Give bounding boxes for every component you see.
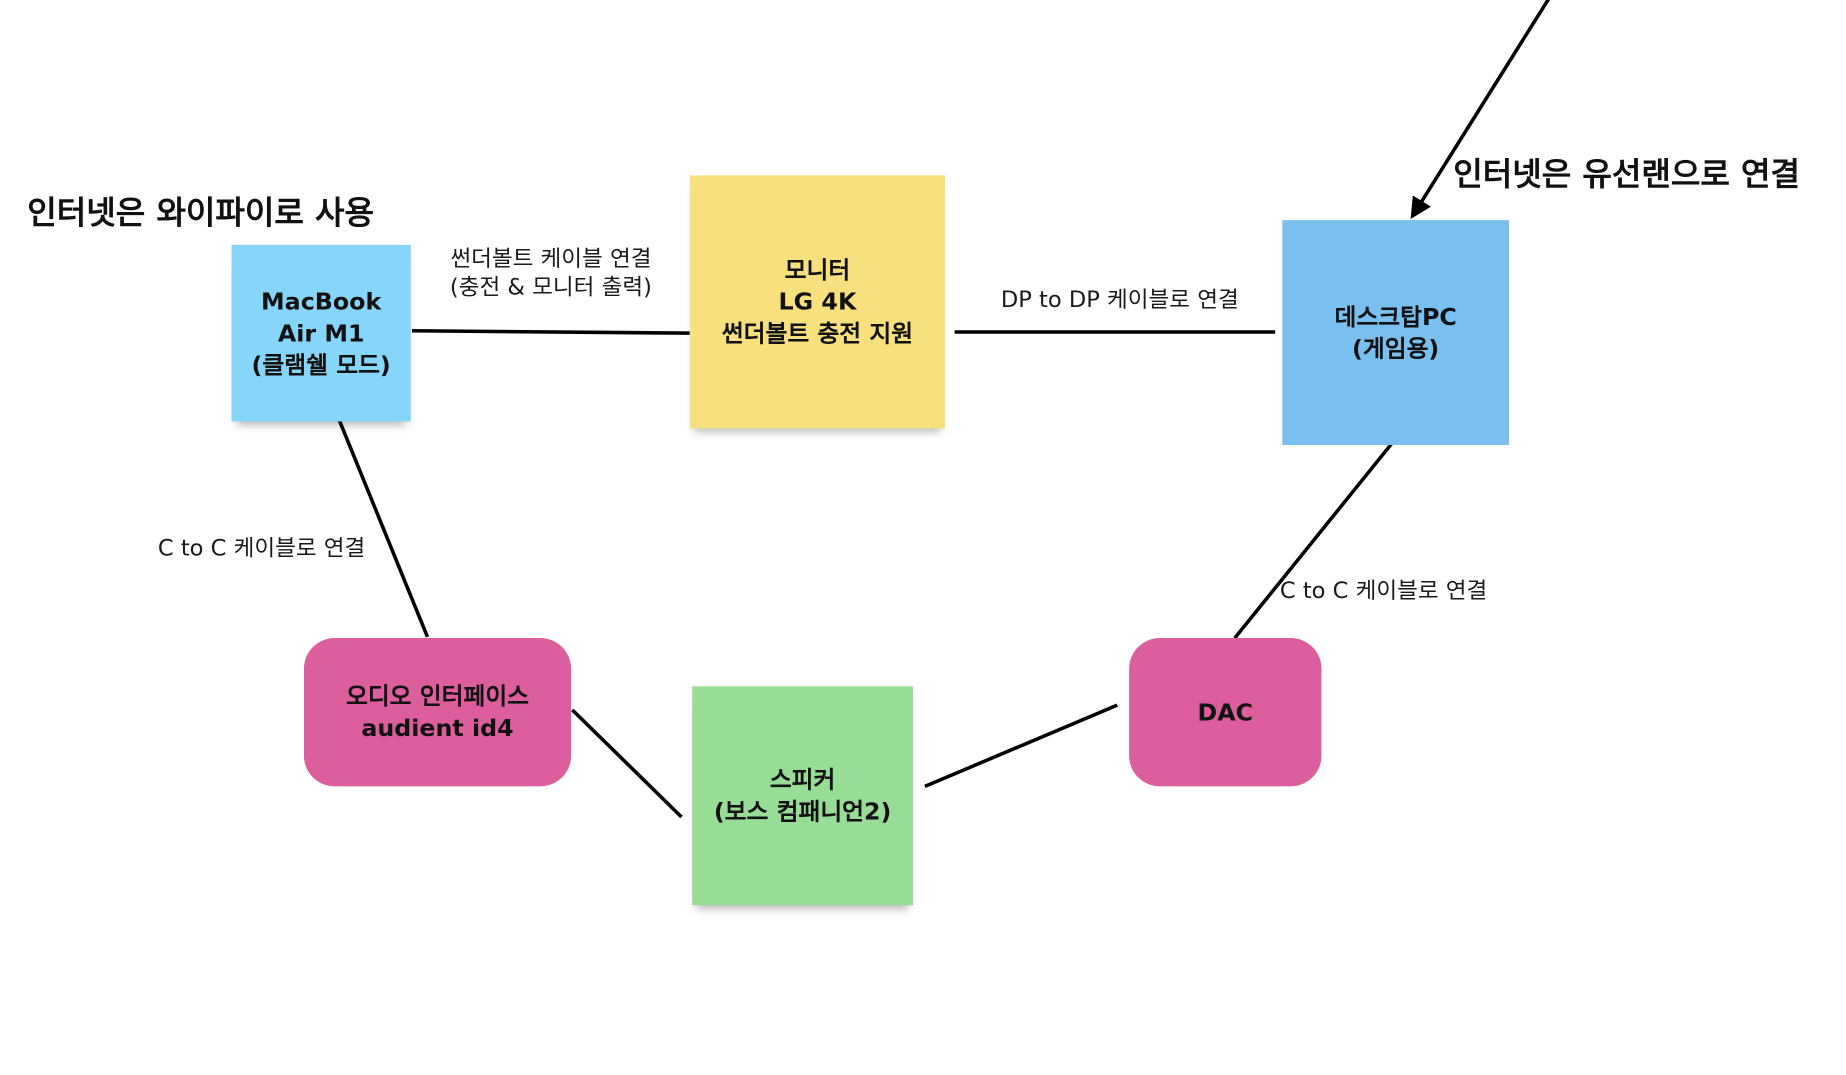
line-desktop-dac	[1233, 442, 1393, 640]
line-internet-desktop-arrow	[1410, 0, 1551, 220]
line-macbook-audio-interface	[336, 417, 430, 638]
heading-wired: 인터넷은 유선랜으로 연결	[1453, 156, 1801, 194]
line-macbook-monitor	[411, 329, 690, 335]
node-dac[interactable]: DAC	[1129, 638, 1322, 787]
edge-label-c-to-c-right: C to C 케이블로 연결	[1279, 578, 1488, 604]
heading-wifi: 인터넷은 와이파이로 사용	[27, 195, 375, 232]
node-desktop[interactable]: 데스크탑PC (게임용)	[1282, 220, 1510, 445]
node-audio-interface[interactable]: 오디오 인터페이스 audient id4	[303, 638, 572, 787]
line-audio-interface-speaker	[571, 708, 683, 819]
node-speaker[interactable]: 스피커 (보스 컴패니언2)	[692, 686, 914, 906]
node-monitor[interactable]: 모니터 LG 4K 썬더볼트 충전 지원	[689, 175, 946, 429]
connection-lines	[336, 0, 1551, 819]
edge-label-c-to-c-left: C to C 케이블로 연결	[157, 535, 366, 562]
line-speaker-dac	[924, 703, 1118, 788]
edge-label-dp: DP to DP 케이블로 연결	[1000, 287, 1239, 314]
node-macbook[interactable]: MacBook Air M1 (클램쉘 모드)	[231, 244, 411, 422]
edge-label-thunderbolt: 썬더볼트 케이블 연결 (충전 & 모니터 출력)	[449, 246, 652, 300]
